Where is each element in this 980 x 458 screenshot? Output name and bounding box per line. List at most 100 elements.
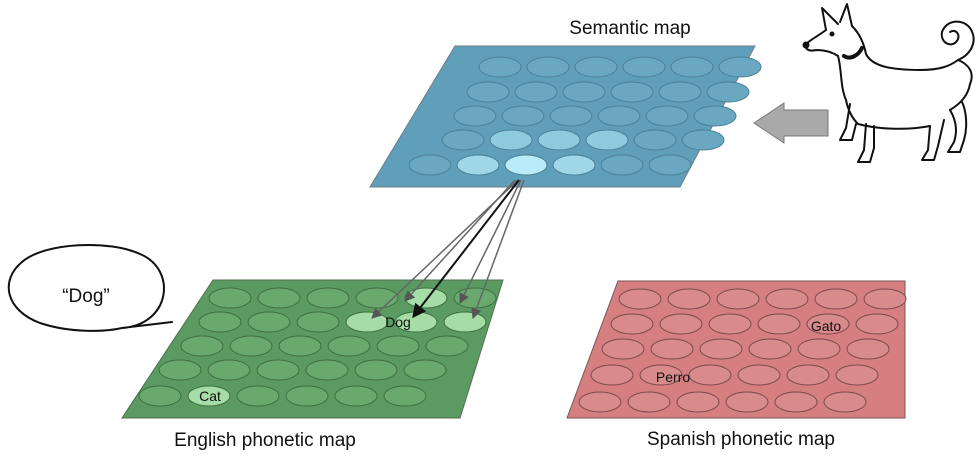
speech-bubble-text: “Dog” (62, 286, 110, 307)
map-node (408, 154, 452, 176)
semantic-map-nodes (408, 56, 762, 176)
map-node (737, 364, 781, 386)
english-phonetic-map: Dog Cat English phonetic map (121, 279, 504, 451)
map-node (578, 391, 622, 413)
map-node (158, 359, 202, 381)
map-node (256, 359, 300, 381)
semantic-map: Semantic map (369, 18, 762, 188)
map-node (552, 154, 596, 176)
speech-bubble-shape (7, 243, 173, 332)
spanish-map-title: Spanish phonetic map (647, 429, 835, 450)
map-node (786, 364, 830, 386)
map-node (257, 287, 301, 309)
map-node (610, 313, 654, 335)
map-node (285, 385, 329, 407)
connection-arrow (471, 179, 525, 319)
map-node (648, 154, 692, 176)
map-node (814, 288, 858, 310)
map-node (208, 287, 252, 309)
map-node (425, 335, 469, 357)
map-node (466, 81, 510, 103)
semantic-to-phonetic-arrows (371, 179, 525, 319)
english-map-title: English phonetic map (174, 430, 356, 451)
map-node (670, 56, 714, 78)
map-node (667, 288, 711, 310)
map-node (207, 359, 251, 381)
map-node (846, 338, 890, 360)
map-node (305, 359, 349, 381)
map-node (633, 129, 677, 151)
connection-arrow-main (412, 179, 520, 319)
english-dog-label: Dog (385, 314, 411, 330)
speech-bubble: “Dog” (7, 243, 173, 332)
map-node (376, 335, 420, 357)
map-node (706, 81, 750, 103)
map-node (345, 311, 389, 333)
spanish-phonetic-map: Gato Perro Spanish phonetic map (566, 280, 907, 450)
map-node (681, 129, 725, 151)
map-node (354, 359, 398, 381)
map-node (504, 154, 548, 176)
semantic-map-title: Semantic map (569, 18, 690, 39)
spanish-perro-label: Perro (656, 369, 690, 385)
map-node (597, 105, 641, 127)
map-node (601, 338, 645, 360)
map-node (835, 364, 879, 386)
english-cat-label: Cat (199, 388, 221, 404)
map-node (180, 335, 224, 357)
map-node (688, 364, 732, 386)
map-node (806, 313, 850, 335)
map-node (501, 105, 545, 127)
map-node (514, 81, 558, 103)
map-node (453, 287, 497, 309)
map-node (693, 105, 737, 127)
map-node (549, 105, 593, 127)
map-node (855, 313, 899, 335)
map-node (774, 391, 818, 413)
dog-icon (802, 3, 975, 163)
connection-arrow (371, 179, 519, 319)
connection-arrow (459, 179, 522, 304)
map-node (748, 338, 792, 360)
map-node (198, 311, 242, 333)
map-node (863, 288, 907, 310)
map-node (306, 287, 350, 309)
map-node (526, 56, 570, 78)
map-node (645, 105, 689, 127)
spanish-gato-label: Gato (811, 318, 842, 334)
map-node (138, 385, 182, 407)
map-node (708, 313, 752, 335)
map-node (229, 335, 273, 357)
map-node (403, 359, 447, 381)
map-node (618, 288, 662, 310)
map-node (355, 287, 399, 309)
map-node (765, 288, 809, 310)
map-node (187, 385, 231, 407)
map-node (639, 364, 683, 386)
map-node (489, 129, 533, 151)
map-node (716, 288, 760, 310)
map-node (823, 391, 867, 413)
map-node (453, 105, 497, 127)
map-node (278, 335, 322, 357)
map-node (725, 391, 769, 413)
map-node (676, 391, 720, 413)
input-arrow (753, 102, 829, 144)
map-node (627, 391, 671, 413)
map-node (404, 287, 448, 309)
map-node (443, 311, 487, 333)
map-node (659, 313, 703, 335)
map-node (236, 385, 280, 407)
map-node (797, 338, 841, 360)
map-node (658, 81, 702, 103)
map-node (699, 338, 743, 360)
map-node (610, 81, 654, 103)
map-node (585, 129, 629, 151)
map-node (574, 56, 618, 78)
map-node (334, 385, 378, 407)
map-node (296, 311, 340, 333)
map-node (562, 81, 606, 103)
map-node (537, 129, 581, 151)
